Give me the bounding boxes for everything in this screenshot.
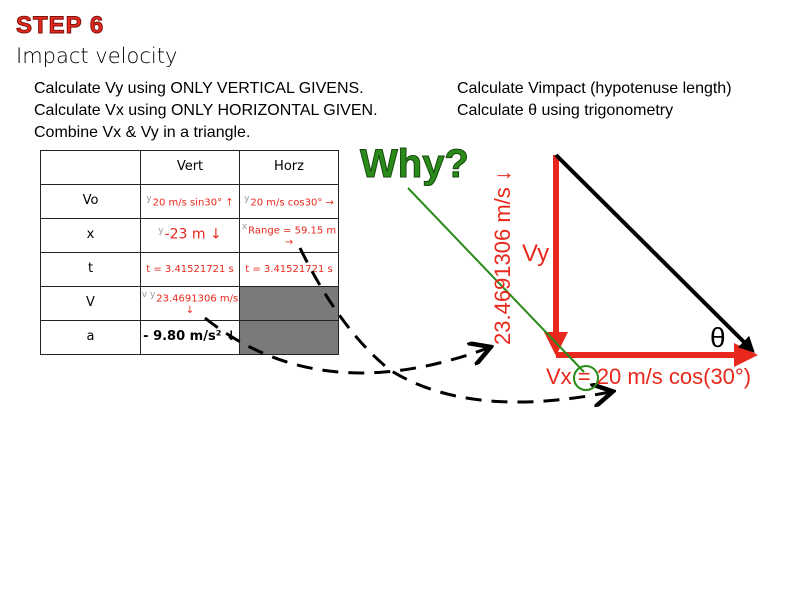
instructions-right: Calculate Vimpact (hypotenuse length) Ca… [457, 78, 732, 122]
instruction: Combine Vx & Vy in a triangle. [34, 124, 251, 141]
table-row: t t = 3.41521721 s t = 3.41521721 s [40, 252, 339, 287]
cell-tag: v y [141, 290, 156, 301]
row-label: Vo [40, 184, 141, 219]
vy-label: Vy [522, 240, 550, 267]
instruction: Calculate Vy using ONLY VERTICAL GIVENS. [34, 80, 364, 97]
equals-circle [573, 365, 599, 391]
cell-tag: y [146, 193, 152, 204]
instruction: Calculate Vimpact (hypotenuse length) [457, 80, 732, 97]
header-cell: Vert [140, 150, 240, 185]
table-row: a - 9.80 m/s² ↓ [40, 320, 339, 355]
header-cell [40, 150, 141, 185]
instruction: Calculate Vx using ONLY HORIZONTAL GIVEN… [34, 102, 378, 119]
impact-velocity-arrow [554, 153, 755, 353]
cell-value: 20 m/s sin30° ↑ [152, 197, 234, 209]
cell-value: Range = 59.15 m → [248, 225, 337, 248]
header-cell: Horz [239, 150, 339, 185]
table-row: Vo y20 m/s sin30° ↑ y20 m/s cos30° → [40, 184, 339, 219]
dashed-arrow [298, 247, 610, 402]
cell-tag: y [244, 193, 250, 204]
givens-table: Vert Horz Vo y20 m/s sin30° ↑ y20 m/s co… [40, 150, 339, 355]
cell-value: -23 m ↓ [164, 227, 222, 244]
instruction: Calculate θ using trigonometry [457, 102, 674, 119]
step-title: STEP 6 [15, 12, 105, 40]
row-label: V [40, 286, 141, 321]
why-pointer [407, 187, 585, 373]
table-row: V v y23.4691306 m/s ↓ [40, 286, 339, 321]
table-row: x y-23 m ↓ xRange = 59.15 m → [40, 218, 339, 253]
cell-tag: x [241, 222, 248, 233]
why-callout: Why? [360, 142, 470, 187]
empty-cell [239, 286, 339, 321]
theta-label: θ [710, 322, 726, 353]
vy-value: 23.4691306 m/s ↓ [490, 170, 515, 345]
cell-value: 20 m/s cos30° → [250, 197, 334, 209]
cell-value: - 9.80 m/s² ↓ [140, 320, 240, 355]
table-header: Vert Horz [40, 150, 339, 185]
slide-subtitle: Impact velocity [16, 44, 178, 68]
cell-value: t = 3.41521721 s [239, 252, 339, 287]
dashed-arrow [204, 316, 488, 375]
cell-value: 23.4691306 m/s ↓ [156, 293, 239, 316]
instructions-left: Calculate Vy using ONLY VERTICAL GIVENS.… [34, 78, 378, 144]
cell-tag: y [158, 226, 164, 237]
vx-equation: Vx = 20 m/s cos(30°) [546, 364, 752, 389]
